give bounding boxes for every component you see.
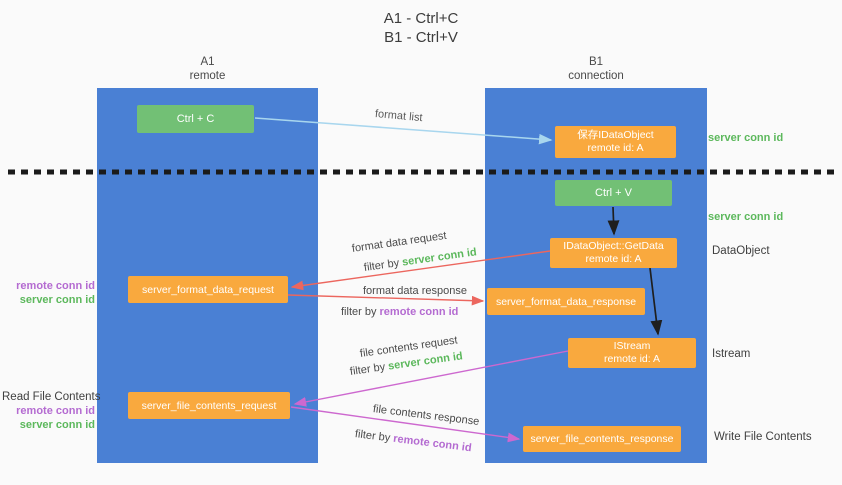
title-line-1: A1 - Ctrl+C — [383, 10, 459, 27]
node-file-request: server_file_contents_request — [128, 392, 290, 419]
label-filter-2: filter by remote conn id — [341, 306, 458, 318]
label-filter-1-text: filter by — [363, 257, 400, 274]
label-server-conn-id-a: server conn id — [19, 294, 95, 306]
node-format-response: server_format_data_response — [487, 288, 645, 315]
node-file-response: server_file_contents_response — [523, 426, 681, 452]
label-server-conn-id-2: server conn id — [708, 211, 784, 223]
label-filter-4-value: remote conn id — [392, 432, 473, 455]
column-b-header: B1 connection — [485, 55, 707, 83]
label-server-conn-id-b: server conn id — [19, 419, 95, 431]
node-save-idataobject-line1: 保存IDataObject — [577, 128, 654, 141]
column-a-title: A1 — [200, 56, 215, 68]
node-getdata-line2: remote id: A — [585, 253, 642, 265]
node-istream: IStream remote id: A — [568, 338, 696, 368]
node-format-request: server_format_data_request — [128, 276, 288, 303]
label-server-conn-id-1: server conn id — [708, 132, 784, 144]
label-filter-2-text: filter by — [341, 306, 377, 318]
node-getdata-line1: IDataObject::GetData — [563, 239, 664, 252]
label-write-file-contents: Write File Contents — [714, 431, 812, 443]
label-read-file-contents: Read File Contents — [2, 391, 101, 403]
label-istream: Istream — [712, 348, 751, 360]
column-b-subtitle: connection — [568, 70, 624, 82]
column-a-header: A1 remote — [97, 55, 318, 83]
column-b-title: B1 — [588, 56, 604, 68]
label-remote-conn-id-b: remote conn id — [16, 405, 95, 417]
label-remote-conn-id-a: remote conn id — [16, 280, 95, 292]
label-filter-4-text: filter by — [354, 428, 391, 445]
label-filter-2-value: remote conn id — [379, 306, 459, 318]
label-file-contents-response: file contents response — [372, 403, 480, 428]
node-save-idataobject: 保存IDataObject remote id: A — [555, 126, 676, 158]
label-filter-1-value: server conn id — [401, 246, 478, 269]
node-istream-line1: IStream — [613, 339, 651, 352]
label-filter-3-text: filter by — [349, 361, 386, 378]
label-format-list: format list — [374, 108, 424, 125]
title-line-2: B1 - Ctrl+V — [384, 29, 458, 46]
left-labels-format: remote conn id server conn id — [6, 279, 95, 307]
node-getdata: IDataObject::GetData remote id: A — [550, 238, 677, 268]
label-filter-4: filter by remote conn id — [354, 428, 472, 454]
diagram-title: A1 - Ctrl+C B1 - Ctrl+V — [0, 9, 842, 47]
label-dataobject: DataObject — [712, 245, 770, 257]
label-format-data-response: format data response — [363, 285, 467, 297]
node-ctrl-v: Ctrl + V — [555, 180, 672, 206]
node-istream-line2: remote id: A — [603, 353, 661, 365]
node-ctrl-c: Ctrl + C — [137, 105, 254, 133]
column-a-subtitle: remote — [189, 70, 226, 82]
node-save-idataobject-line2: remote id: A — [587, 142, 644, 154]
left-labels-file: Read File Contents remote conn id server… — [2, 390, 101, 432]
